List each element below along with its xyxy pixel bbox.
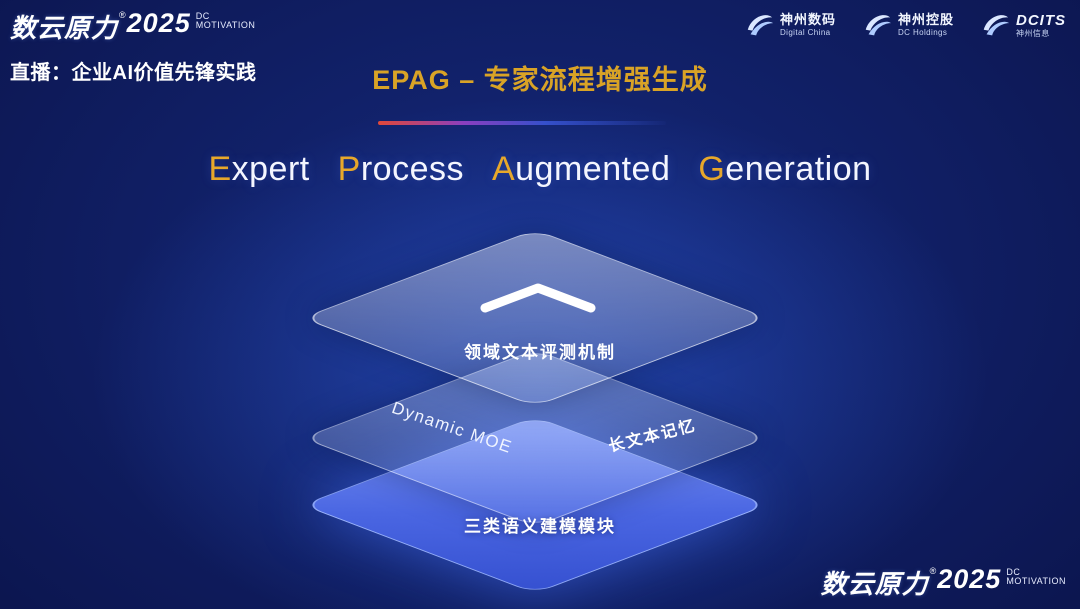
brand-sub-top: DC (195, 11, 210, 21)
main-title: Expert Process Augmented Generation (0, 150, 1080, 189)
title-rest: rocess (360, 150, 464, 188)
dcits-swoosh-icon (983, 15, 1010, 36)
logo-subtext: 神州信息 (1016, 29, 1050, 39)
title-rest: eneration (725, 150, 872, 188)
title-word: Generation (698, 150, 871, 188)
title-word: Augmented (492, 150, 670, 188)
bottom-layer-label: 三类语义建模模块 (464, 517, 616, 536)
brand-logo-bottom-right: 数云原力 ® 2025 DC MOTIVATION (821, 564, 1066, 601)
brand-year: 2025 (937, 564, 1002, 594)
brand-logo-top-left: 数云原力 ® 2025 DC MOTIVATION (10, 8, 255, 45)
logo-name: DCITS (1016, 11, 1066, 29)
logo-text: 神州控股 DC Holdings (897, 11, 954, 37)
title-word: Expert (208, 150, 309, 188)
top-layer-label: 领域文本评测机制 (464, 343, 616, 362)
logo-subtext: DC Holdings (897, 27, 948, 37)
brand-year: 2025 (126, 8, 191, 38)
title-gradient-divider (378, 121, 666, 125)
title-word: Process (338, 150, 464, 188)
brand-sub-top: DC (1006, 567, 1021, 577)
dc-holdings-swoosh-icon (865, 15, 892, 36)
brand-subtitle: DC MOTIVATION (1006, 567, 1066, 587)
title-initial: A (491, 150, 516, 188)
page-title: EPAG – 专家流程增强生成 (372, 65, 708, 95)
title-rest: ugmented (515, 150, 671, 188)
logo-text: 神州数码 Digital China (779, 11, 836, 37)
registered-mark: ® (929, 566, 937, 576)
logo-subtext: Digital China (779, 27, 831, 37)
logo-text: DCITS 神州信息 (1016, 12, 1066, 38)
title-initial: G (698, 150, 726, 188)
logo-dc-holdings: 神州控股 DC Holdings (862, 10, 954, 40)
title-initial: P (337, 150, 361, 188)
logo-digital-china: 神州数码 Digital China (744, 10, 836, 40)
digital-china-swoosh-icon (747, 15, 774, 36)
brand-sub-bottom: MOTIVATION (1006, 576, 1066, 587)
title-initial: E (208, 150, 232, 188)
logo-name: 神州控股 (897, 11, 954, 27)
title-rest: xpert (231, 150, 310, 188)
live-stream-label: 直播：企业AI价值先锋实践 (10, 62, 257, 84)
brand-name: 数云原力 (820, 569, 929, 599)
chevron-up-icon (475, 280, 601, 321)
registered-mark: ® (119, 10, 126, 20)
brand-name: 数云原力 (10, 13, 119, 43)
corporate-logos: 神州数码 Digital China 神州控股 DC Holdings DCIT… (744, 10, 1066, 40)
brand-subtitle: DC MOTIVATION (195, 11, 256, 31)
brand-sub-bottom: MOTIVATION (195, 20, 256, 31)
logo-dcits: DCITS 神州信息 (980, 10, 1066, 40)
logo-name: 神州数码 (779, 11, 836, 27)
